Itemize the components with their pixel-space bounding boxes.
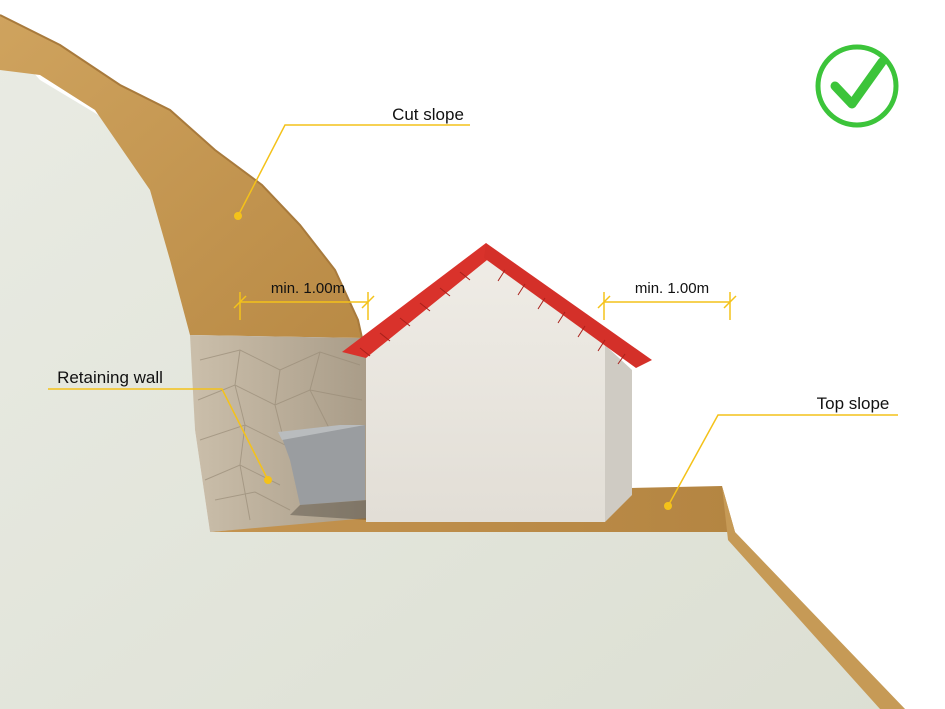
retaining-wall-marker: [264, 476, 272, 484]
top-slope-marker: [664, 502, 672, 510]
cut-slope-marker: [234, 212, 242, 220]
clearance-left-label: min. 1.00m: [271, 280, 345, 297]
house-side-wall: [605, 345, 632, 522]
cut-slope-label: Cut slope: [392, 105, 464, 124]
check-circle-icon: [818, 47, 896, 125]
retaining-wall-label: Retaining wall: [57, 368, 163, 387]
clearance-right-label: min. 1.00m: [635, 280, 709, 297]
top-slope-label: Top slope: [817, 394, 890, 413]
house-front-wall: [366, 255, 605, 522]
